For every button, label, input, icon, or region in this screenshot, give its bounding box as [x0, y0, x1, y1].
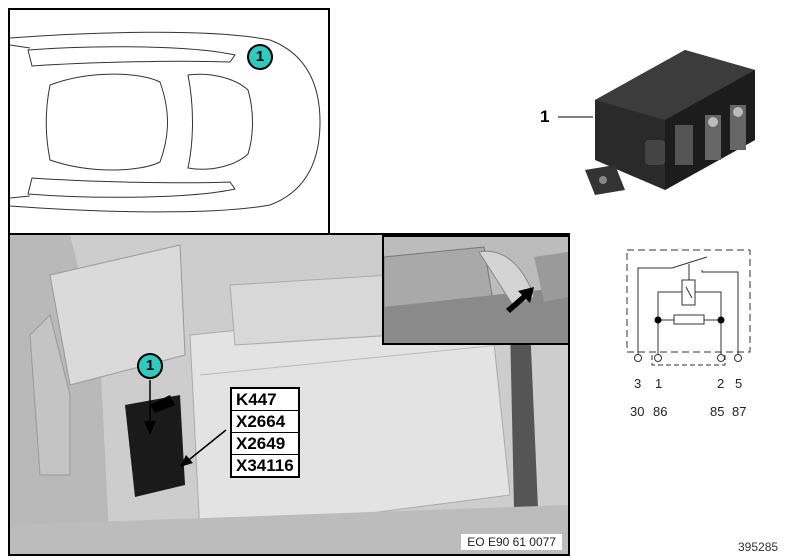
pin-number-1: 1 [655, 376, 663, 391]
label-x2664: X2664 [232, 410, 298, 432]
label-x34116: X34116 [232, 454, 298, 476]
installation-photo: 1 K447 X2664 X2649 X34116 EO E90 61 0077 [8, 233, 570, 556]
component-label-list: K447 X2664 X2649 X34116 [230, 387, 300, 478]
reference-code: EO E90 61 0077 [461, 534, 562, 550]
relay-wiring-schematic [626, 249, 751, 366]
relay-in-car [125, 395, 185, 497]
location-callout: 1 [247, 44, 273, 70]
label-k447: K447 [236, 390, 277, 409]
car-location-view: 1 [8, 8, 330, 235]
pin-number-2: 2 [717, 376, 725, 391]
arrow-icon [506, 287, 534, 313]
terminal-86: 86 [653, 404, 668, 419]
diagram-id: 395285 [738, 540, 779, 554]
relay-product-image [558, 50, 755, 195]
terminal-85: 85 [710, 404, 725, 419]
terminal-30: 30 [630, 404, 645, 419]
terminal-87: 87 [732, 404, 747, 419]
trunk-drawing [384, 237, 568, 343]
trunk-inset-view [382, 235, 568, 345]
part-callout-number: 1 [540, 107, 550, 126]
car-outline-drawing [9, 31, 321, 213]
relay-callout: 1 [137, 353, 163, 379]
pin-number-5: 5 [735, 376, 743, 391]
pin-number-3: 3 [634, 376, 642, 391]
label-x2649: X2649 [232, 432, 298, 454]
